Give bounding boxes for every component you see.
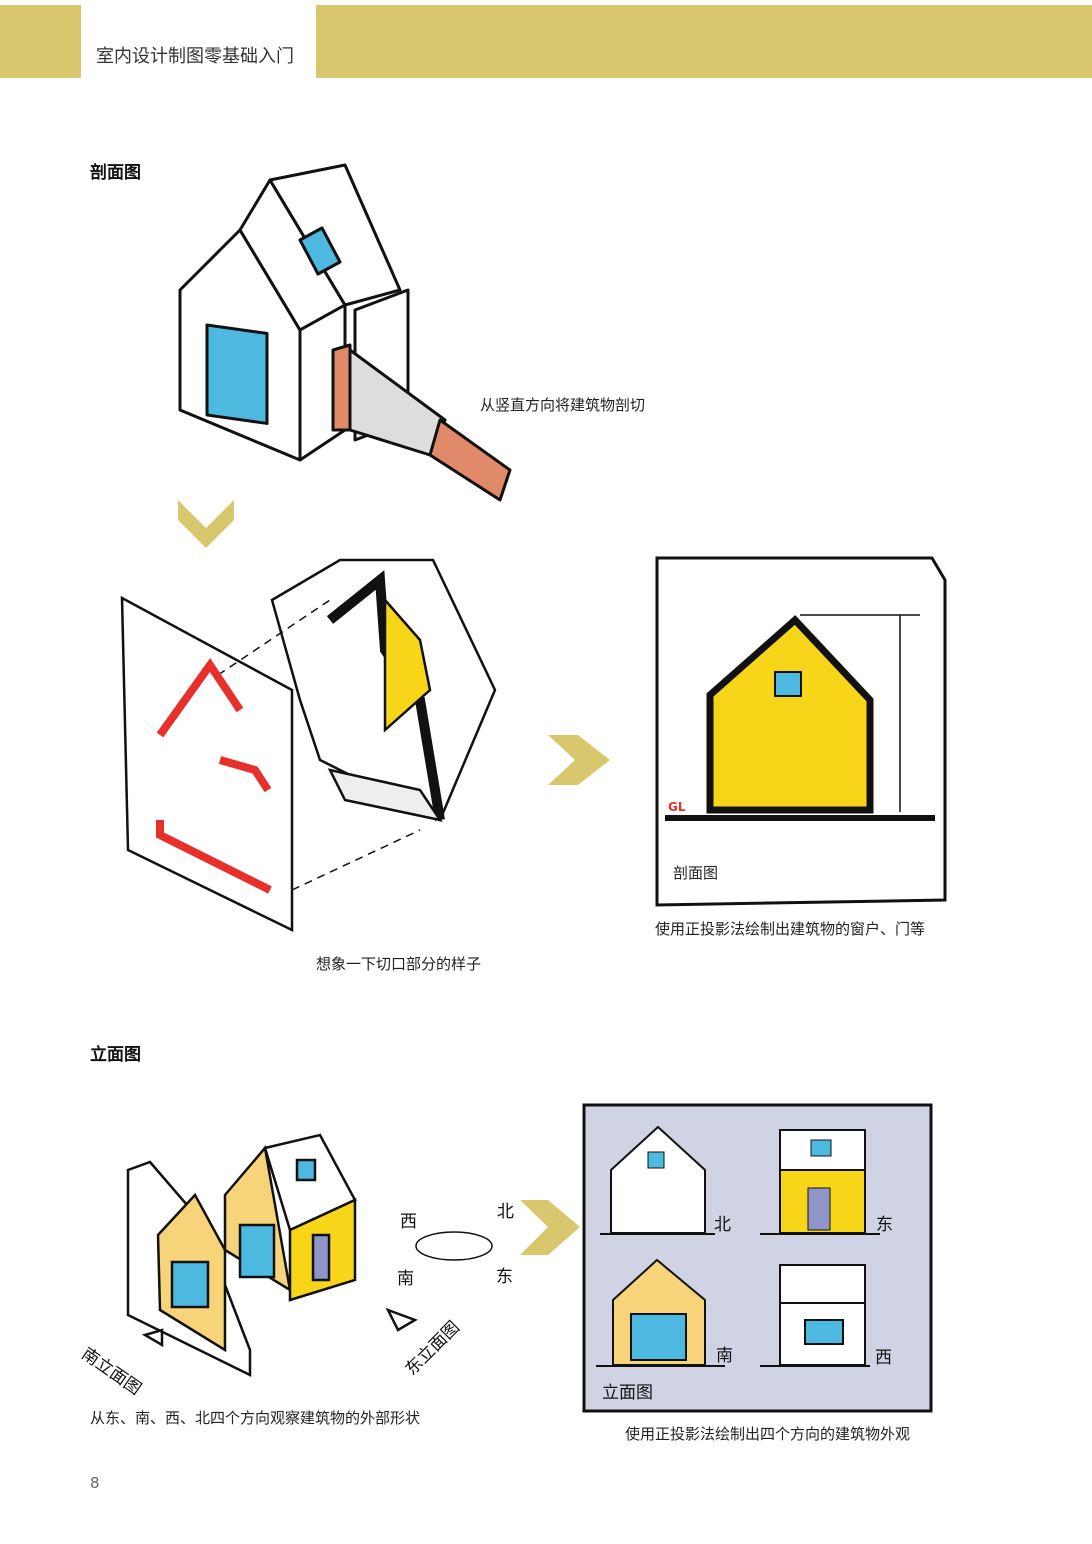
compass-west: 西 bbox=[400, 1212, 417, 1232]
section-imagine-illustration bbox=[120, 558, 497, 933]
compass-south: 南 bbox=[397, 1269, 414, 1289]
panel-north-label: 北 bbox=[714, 1215, 731, 1235]
panel-south-label: 南 bbox=[716, 1346, 733, 1366]
header-title: 室内设计制图零基础入门 bbox=[96, 46, 294, 67]
panel-east-label: 东 bbox=[876, 1215, 893, 1235]
caption-cut: 从竖直方向将建筑物剖切 bbox=[480, 396, 646, 414]
page-number: 8 bbox=[90, 1474, 100, 1492]
right-arrow-icon-2 bbox=[520, 1200, 580, 1255]
header-band-right bbox=[316, 5, 1092, 78]
section-heading-elevation: 立面图 bbox=[90, 1045, 141, 1065]
section-drawing bbox=[655, 556, 947, 907]
house-cut-illustration bbox=[178, 163, 512, 502]
gl-label: GL bbox=[668, 800, 686, 814]
elevation-panel bbox=[582, 1103, 933, 1413]
caption-section-projection: 使用正投影法绘制出建筑物的窗户、门等 bbox=[655, 920, 926, 938]
elevation-3d-illustration bbox=[126, 1133, 493, 1378]
panel-west-label: 西 bbox=[875, 1348, 892, 1368]
header-band-left bbox=[0, 5, 81, 78]
caption-observe: 从东、南、西、北四个方向观察建筑物的外部形状 bbox=[90, 1409, 421, 1427]
compass-north: 北 bbox=[497, 1202, 514, 1222]
compass-east: 东 bbox=[496, 1267, 513, 1287]
caption-imagine: 想象一下切口部分的样子 bbox=[316, 955, 482, 973]
section-heading-section: 剖面图 bbox=[90, 163, 141, 183]
caption-elevation-projection: 使用正投影法绘制出四个方向的建筑物外观 bbox=[625, 1425, 911, 1443]
right-arrow-icon bbox=[548, 735, 610, 785]
down-arrow-icon bbox=[178, 500, 234, 548]
section-drawing-label: 剖面图 bbox=[673, 864, 719, 882]
panel-title: 立面图 bbox=[602, 1383, 653, 1403]
